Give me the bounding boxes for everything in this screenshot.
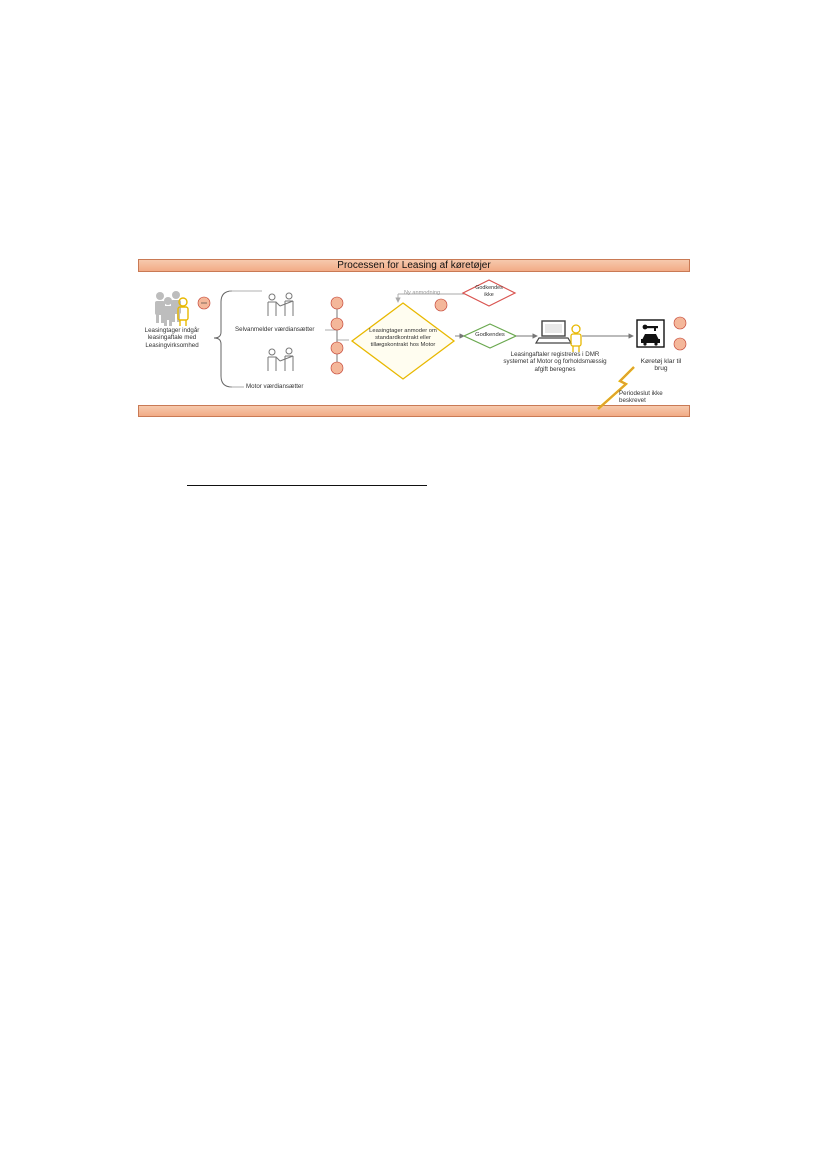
people-group-icon bbox=[155, 291, 189, 326]
title-banner: Processen for Leasing af køretøjer bbox=[138, 259, 690, 272]
car-key-icon bbox=[636, 319, 665, 348]
diagram-title: Processen for Leasing af køretøjer bbox=[337, 260, 491, 271]
registered-label: Leasingaftaler registreres i DMR systeme… bbox=[503, 351, 607, 373]
divider-rule bbox=[187, 485, 427, 486]
handshake-icon bbox=[267, 292, 294, 316]
approved-diamond bbox=[462, 323, 518, 349]
badge-icon bbox=[434, 298, 448, 312]
badge-icon bbox=[673, 316, 687, 351]
computer-icon bbox=[534, 320, 573, 344]
lessee-label: Leasingtager indgår leasingaftale med Le… bbox=[144, 327, 200, 349]
bottom-banner bbox=[138, 405, 690, 417]
rejected-diamond bbox=[461, 279, 517, 307]
ready-label: Køretøj klar til brug bbox=[640, 358, 682, 373]
badge-icon bbox=[330, 296, 344, 375]
bracket bbox=[213, 290, 233, 388]
badge-icon bbox=[197, 296, 211, 310]
period-end-label: Periodeslut ikke beskrevet bbox=[619, 390, 663, 405]
self-valuer-label: Selvanmelder værdiansætter bbox=[235, 326, 315, 333]
not-approved-label: Godkendes ikke bbox=[475, 285, 503, 298]
person-icon bbox=[570, 324, 582, 352]
handshake-icon bbox=[267, 347, 294, 371]
motor-valuer-label: Motor værdiansætter bbox=[246, 383, 304, 390]
request-decision bbox=[350, 302, 456, 380]
request-label: Leasingtager anmoder om standardkontrakt… bbox=[369, 328, 437, 348]
new-request-label: Ny anmodning bbox=[404, 290, 441, 296]
approved-label: Godkendes bbox=[475, 332, 505, 338]
